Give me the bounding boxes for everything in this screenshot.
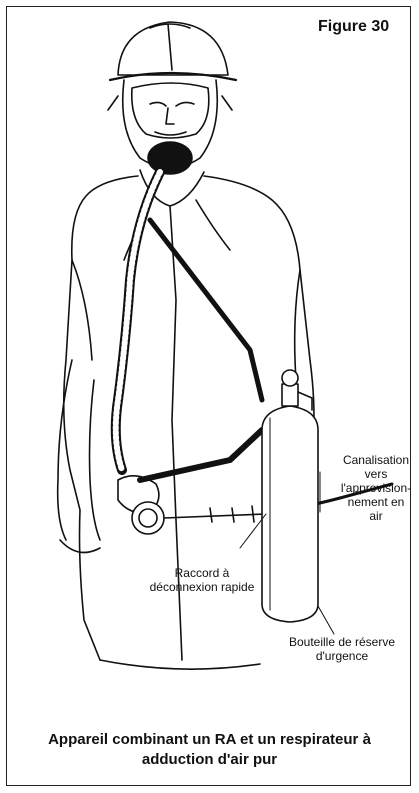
breathing-hose: [116, 172, 160, 470]
supply-line-callout: Canalisation vers l'approvision- nement …: [334, 453, 418, 523]
supply-line-label-1: Canalisation: [334, 453, 418, 467]
quick-disconnect-label-2: déconnexion rapide: [138, 580, 266, 594]
escape-bottle-callout: Bouteille de réserve d'urgence: [280, 635, 404, 663]
waist-belt: [140, 430, 262, 480]
figure-caption: Appareil combinant un RA et un respirate…: [12, 730, 407, 770]
regulator: [132, 502, 266, 534]
escape-bottle: [262, 370, 318, 622]
full-face-mask: [108, 80, 232, 174]
supply-line-label-5: air: [334, 509, 418, 523]
escape-bottle-label-1: Bouteille de réserve: [280, 635, 404, 649]
escape-bottle-label-2: d'urgence: [280, 649, 404, 663]
caption-line-2: adduction d'air pur: [12, 750, 407, 770]
bottle-leader: [318, 606, 334, 634]
quick-disconnect-callout: Raccord à déconnexion rapide: [138, 566, 266, 594]
quick-disconnect-label-1: Raccord à: [138, 566, 266, 580]
supply-line-label-3: l'approvision-: [334, 481, 418, 495]
harness-strap: [150, 220, 262, 400]
supply-line-label-2: vers: [334, 467, 418, 481]
hard-hat: [110, 22, 236, 80]
supply-line-label-4: nement en: [334, 495, 418, 509]
caption-line-1: Appareil combinant un RA et un respirate…: [12, 730, 407, 750]
